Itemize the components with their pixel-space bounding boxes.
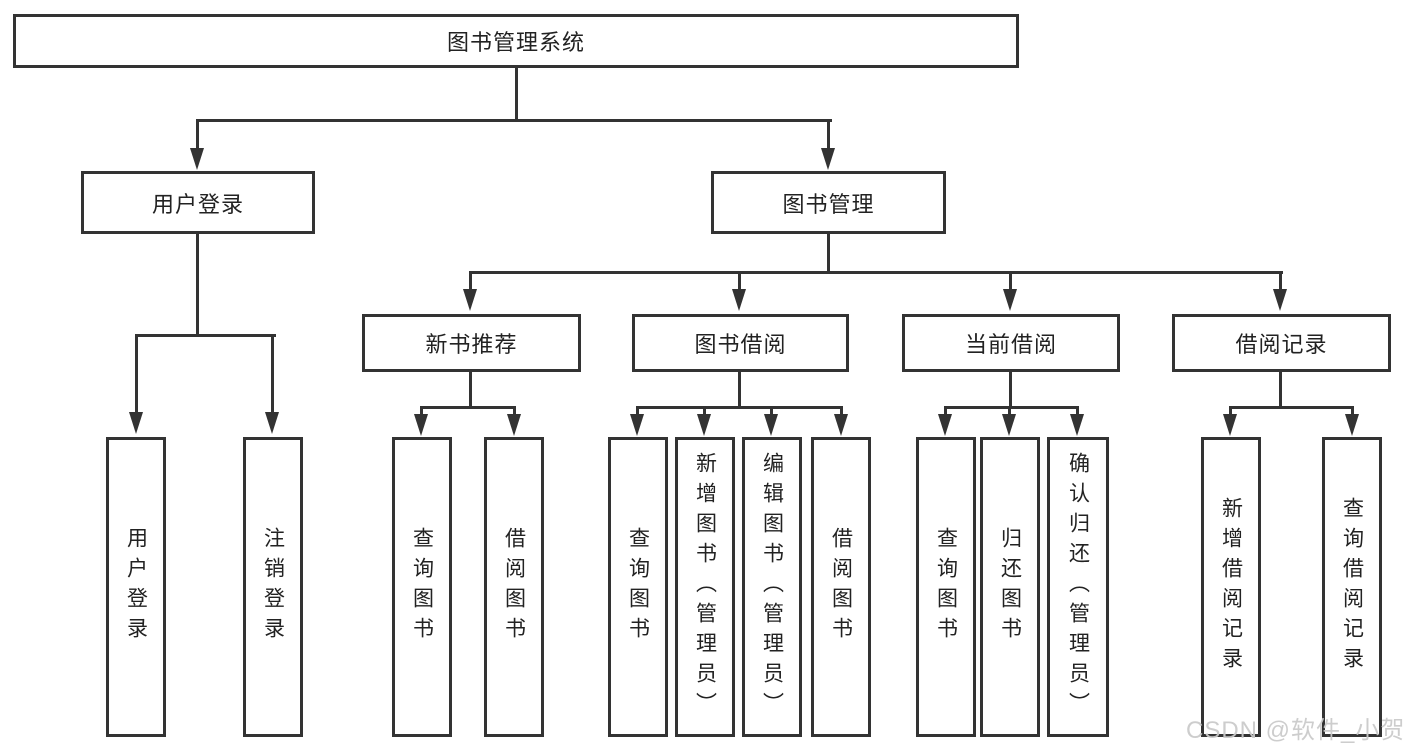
connector-drop xyxy=(840,406,843,418)
arrow-down-icon xyxy=(764,414,778,436)
arrow-down-icon xyxy=(821,148,835,170)
connector-drop xyxy=(1351,406,1354,418)
connector-book-borrowing-stem xyxy=(738,372,741,409)
arrow-down-icon xyxy=(630,414,644,436)
connector-current-borrowing-hline xyxy=(944,406,1079,409)
node-leaf-add-books-admin: 新增图书（管理员） xyxy=(675,437,735,737)
arrow-down-icon xyxy=(1273,289,1287,311)
node-leaf-confirm-return-admin: 确认归还（管理员） xyxy=(1047,437,1109,737)
node-leaf-query-books-borrowing: 查询图书 xyxy=(608,437,668,737)
connector-drop-user-login xyxy=(196,119,199,149)
arrow-down-icon xyxy=(129,412,143,434)
connector-drop xyxy=(703,406,706,418)
connector-new-book-stem xyxy=(469,372,472,409)
node-leaf-user-login: 用户登录 xyxy=(106,437,166,737)
arrow-down-icon xyxy=(265,412,279,434)
connector-drop-leaf-user-login xyxy=(135,334,138,414)
node-borrowing-records: 借阅记录 xyxy=(1172,314,1391,372)
connector-drop-borrowing-records xyxy=(1279,271,1282,291)
connector-book-borrowing-hline xyxy=(636,406,843,409)
connector-user-login-hline xyxy=(135,334,276,337)
connector-drop-current-borrowing xyxy=(1009,271,1012,291)
csdn-watermark: CSDN @软件_小贺同学 xyxy=(1186,717,1405,744)
node-leaf-return-books: 归还图书 xyxy=(980,437,1040,737)
connector-drop xyxy=(513,406,516,418)
node-leaf-add-borrow-record: 新增借阅记录 xyxy=(1201,437,1261,737)
node-library-system: 图书管理系统 xyxy=(13,14,1019,68)
node-book-borrowing: 图书借阅 xyxy=(632,314,849,372)
arrow-down-icon xyxy=(1003,289,1017,311)
node-leaf-query-books-recommend: 查询图书 xyxy=(392,437,452,737)
node-leaf-borrow-books: 借阅图书 xyxy=(811,437,871,737)
arrow-down-icon xyxy=(1002,414,1016,436)
connector-drop-book-borrowing xyxy=(738,271,741,291)
connector-current-borrowing-stem xyxy=(1009,372,1012,409)
connector-drop xyxy=(420,406,423,418)
connector-new-book-hline xyxy=(420,406,516,409)
connector-drop xyxy=(1229,406,1232,418)
arrow-down-icon xyxy=(1070,414,1084,436)
node-leaf-borrow-books-recommend: 借阅图书 xyxy=(484,437,544,737)
arrow-down-icon xyxy=(732,289,746,311)
connector-drop-leaf-logout xyxy=(271,334,274,414)
node-book-management: 图书管理 xyxy=(711,171,946,234)
node-leaf-edit-books-admin: 编辑图书（管理员） xyxy=(742,437,802,737)
connector-book-mgmt-hline xyxy=(470,271,1283,274)
arrow-down-icon xyxy=(697,414,711,436)
connector-drop xyxy=(1076,406,1079,418)
connector-borrowing-records-stem xyxy=(1279,372,1282,409)
connector-drop xyxy=(636,406,639,418)
connector-drop-new-book xyxy=(469,271,472,291)
connector-user-login-stem xyxy=(196,234,199,335)
arrow-down-icon xyxy=(507,414,521,436)
arrow-down-icon xyxy=(834,414,848,436)
arrow-down-icon xyxy=(463,289,477,311)
connector-borrowing-records-hline xyxy=(1229,406,1354,409)
arrow-down-icon xyxy=(190,148,204,170)
arrow-down-icon xyxy=(414,414,428,436)
node-new-book-recommend: 新书推荐 xyxy=(362,314,581,372)
arrow-down-icon xyxy=(1345,414,1359,436)
connector-drop-book-management xyxy=(827,119,830,149)
connector-drop xyxy=(770,406,773,418)
connector-book-mgmt-stem xyxy=(827,234,830,274)
node-leaf-logout: 注销登录 xyxy=(243,437,303,737)
connector-root-hline xyxy=(196,119,832,122)
node-current-borrowing: 当前借阅 xyxy=(902,314,1120,372)
arrow-down-icon xyxy=(1223,414,1237,436)
arrow-down-icon xyxy=(938,414,952,436)
node-user-login: 用户登录 xyxy=(81,171,315,234)
connector-root-stem xyxy=(515,68,518,121)
connector-drop xyxy=(1008,406,1011,418)
node-leaf-query-books-current: 查询图书 xyxy=(916,437,976,737)
node-leaf-query-borrow-record: 查询借阅记录 xyxy=(1322,437,1382,737)
connector-drop xyxy=(944,406,947,418)
